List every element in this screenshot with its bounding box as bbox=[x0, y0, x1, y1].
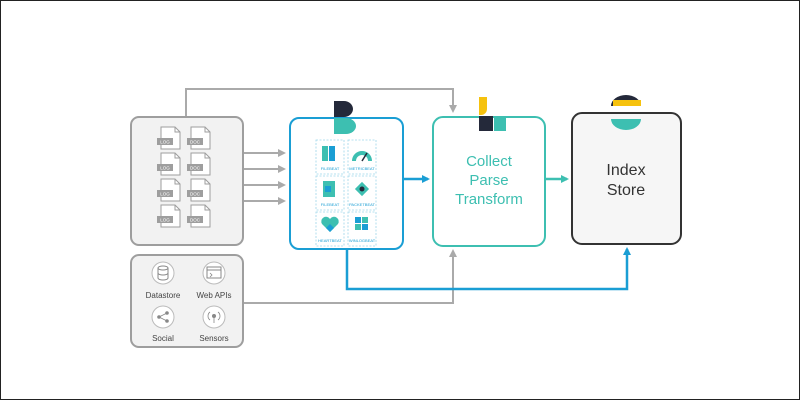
file-type-label: DOC bbox=[190, 166, 201, 171]
database-icon bbox=[151, 261, 175, 285]
source-label-social: Social bbox=[152, 334, 174, 343]
file-icon: DOC bbox=[187, 152, 211, 176]
logstash-text-parse: Parse bbox=[469, 172, 508, 189]
file-icon: DOC bbox=[187, 126, 211, 150]
elasticsearch-text-index: Index bbox=[606, 162, 645, 179]
file-icon: DOC bbox=[187, 204, 211, 228]
file-type-label: LOG bbox=[160, 218, 170, 223]
beats-logo bbox=[334, 101, 356, 134]
beats-box: FILEBEAT METRICBEAT FILEBEAT PACKET bbox=[289, 101, 404, 250]
heart-icon bbox=[321, 216, 339, 232]
sensor-icon bbox=[202, 305, 226, 329]
files-grid: LOG DOC LOG DOC LOG DOC LOG DOC bbox=[157, 126, 211, 228]
sources-to-logstash-arrow bbox=[243, 249, 457, 304]
beat-tile-winlogbeat: WINLOGBEAT bbox=[347, 211, 377, 247]
share-icon bbox=[151, 305, 175, 329]
file-type-label: DOC bbox=[190, 218, 201, 223]
elasticsearch-logo bbox=[611, 95, 641, 130]
windows-icon bbox=[355, 217, 368, 230]
beat-tile-heartbeat: HEARTBEAT bbox=[315, 211, 345, 247]
logstash-box: Collect Parse Transform bbox=[432, 97, 546, 247]
book-icon bbox=[322, 146, 335, 161]
beat-label: WINLOGBEAT bbox=[349, 238, 376, 243]
file-icon: LOG bbox=[157, 152, 181, 176]
files-box: LOG DOC LOG DOC LOG DOC LOG DOC bbox=[130, 116, 244, 246]
file-type-label: LOG bbox=[160, 140, 170, 145]
beat-tile-metricbeat: METRICBEAT bbox=[347, 139, 377, 175]
elasticsearch-box: Index Store bbox=[571, 95, 682, 245]
file-icon bbox=[323, 181, 335, 197]
beats-to-elasticsearch-arrow bbox=[345, 247, 631, 291]
logstash-text-transform: Transform bbox=[455, 191, 523, 208]
file-icon: LOG bbox=[157, 204, 181, 228]
beat-label: HEARTBEAT bbox=[318, 238, 342, 243]
network-icon bbox=[354, 181, 370, 197]
data-sources-box: Datastore Web APIs Social Sensors bbox=[130, 254, 244, 348]
logstash-logo bbox=[479, 97, 506, 131]
beat-label: METRICBEAT bbox=[349, 166, 375, 171]
file-type-label: LOG bbox=[160, 166, 170, 171]
beat-tile-filebeat-2: FILEBEAT bbox=[315, 175, 345, 211]
browser-icon bbox=[202, 261, 226, 285]
beat-label: FILEBEAT bbox=[321, 166, 340, 171]
files-to-beats-arrows bbox=[243, 149, 286, 205]
bypass-arrow-files-to-logstash bbox=[185, 88, 457, 117]
beat-label: FILEBEAT bbox=[321, 202, 340, 207]
file-type-label: DOC bbox=[190, 192, 201, 197]
file-icon: LOG bbox=[157, 126, 181, 150]
source-label-datastore: Datastore bbox=[146, 291, 181, 300]
file-type-label: LOG bbox=[160, 192, 170, 197]
source-label-sensors: Sensors bbox=[199, 334, 228, 343]
beat-tile-filebeat: FILEBEAT bbox=[315, 139, 345, 175]
source-label-web-apis: Web APIs bbox=[197, 291, 232, 300]
file-type-label: DOC bbox=[190, 140, 201, 145]
file-icon: DOC bbox=[187, 178, 211, 202]
logstash-text-collect: Collect bbox=[466, 153, 513, 170]
gauge-icon bbox=[352, 151, 372, 162]
elasticsearch-text-store: Store bbox=[607, 182, 645, 199]
file-icon: LOG bbox=[157, 178, 181, 202]
beat-label: PACKETBEAT bbox=[349, 202, 375, 207]
beat-tile-packetbeat: PACKETBEAT bbox=[347, 175, 377, 211]
